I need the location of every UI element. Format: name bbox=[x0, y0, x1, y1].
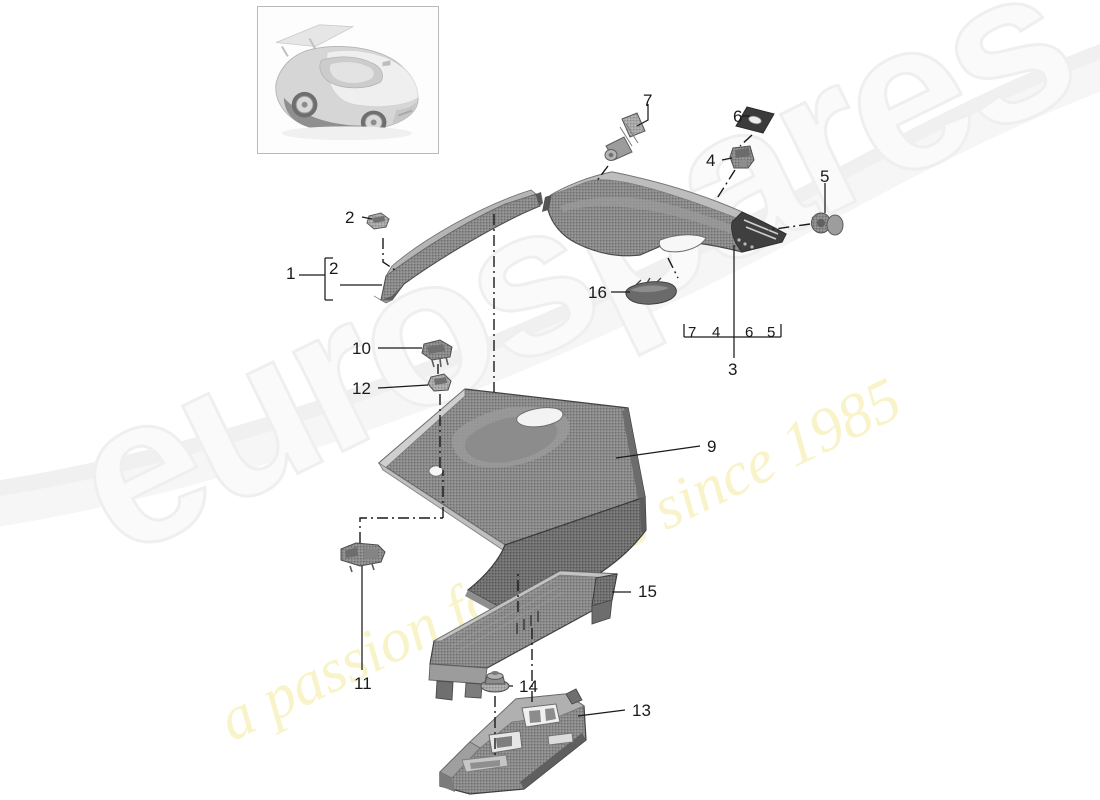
part-small-trim-cap bbox=[625, 277, 677, 305]
group-item-6: 6 bbox=[745, 324, 754, 341]
vehicle-thumbnail-frame bbox=[257, 6, 439, 154]
group-item-5: 5 bbox=[767, 324, 776, 341]
callout-9: 9 bbox=[707, 437, 717, 456]
part-console-cover-strip bbox=[428, 570, 618, 701]
part-grommet-nut bbox=[480, 671, 510, 693]
callout-bracket-2: 2 bbox=[329, 259, 339, 278]
part-flat-plate-nut bbox=[735, 106, 775, 134]
group-item-4: 4 bbox=[712, 324, 721, 341]
callout-7: 7 bbox=[643, 91, 653, 110]
part-a-pillar-trim bbox=[373, 189, 543, 304]
callout-5: 5 bbox=[820, 167, 830, 186]
part-retaining-clip bbox=[729, 145, 755, 169]
part-center-console-carrier bbox=[439, 688, 587, 795]
watermark-swoosh-stroke2 bbox=[0, 59, 1100, 527]
part-lower-clip bbox=[427, 373, 452, 392]
callout-6: 6 bbox=[733, 107, 743, 126]
assembly-axis-lines bbox=[359, 134, 811, 758]
watermark-swoosh-stroke bbox=[0, 43, 1100, 503]
group-item-7: 7 bbox=[688, 324, 697, 341]
callout-1: 1 bbox=[286, 264, 296, 283]
callout-4: 4 bbox=[706, 151, 716, 170]
leader-lines bbox=[299, 104, 826, 717]
callout-2: 2 bbox=[345, 208, 355, 227]
part-upper-clip bbox=[421, 339, 453, 368]
part-trim-clip-small bbox=[366, 212, 390, 230]
callout-10: 10 bbox=[352, 339, 371, 358]
callout-3: 3 bbox=[728, 360, 738, 379]
callout-16: 16 bbox=[588, 283, 607, 302]
callout-13: 13 bbox=[632, 701, 651, 720]
vehicle-thumbnail-illustration bbox=[258, 7, 438, 153]
part-mounting-bracket bbox=[340, 542, 386, 573]
part-round-fastener-pair bbox=[811, 212, 844, 236]
part-knee-protection-panel bbox=[377, 388, 647, 618]
part-bolt bbox=[604, 112, 646, 161]
callout-15: 15 bbox=[638, 582, 657, 601]
callout-14: 14 bbox=[519, 677, 538, 696]
part-dashboard-trim-panel bbox=[542, 171, 787, 257]
callout-11: 11 bbox=[354, 674, 372, 693]
callout-12: 12 bbox=[352, 379, 371, 398]
